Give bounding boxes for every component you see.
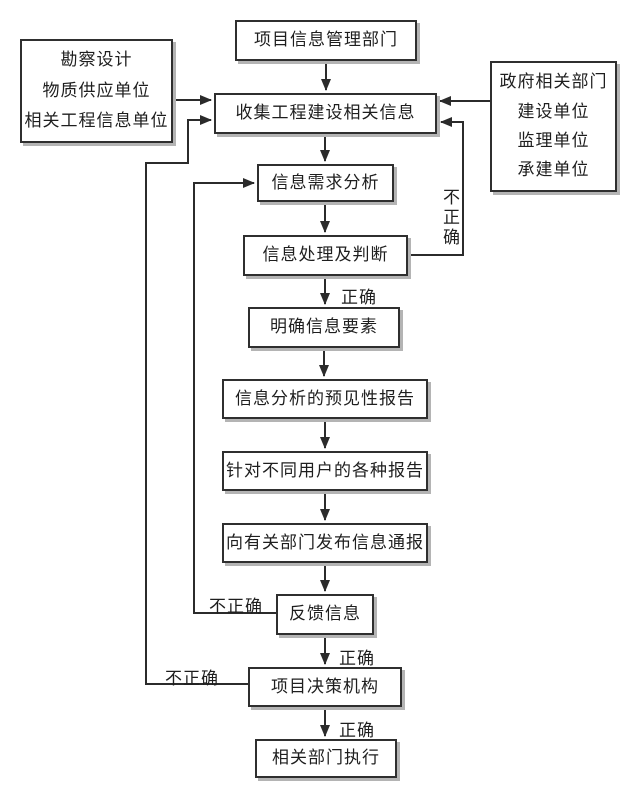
node-project-info-dept: 项目信息管理部门 [235, 20, 417, 61]
label-correct-processing: 正确 [341, 288, 377, 307]
source-item-supervision-unit: 监理单位 [517, 131, 590, 150]
label-incorrect-feedback: 不正确 [209, 597, 263, 616]
source-item-government-depts: 政府相关部门 [499, 72, 608, 92]
node-processing-judgment: 信息处理及判断 [243, 235, 408, 276]
node-source-units-right: 政府相关部门 建设单位 监理单位 承建单位 [490, 61, 617, 192]
node-decision-body: 项目决策机构 [248, 667, 402, 707]
arrow-decision-incorrect-to-collect [145, 115, 248, 685]
label-correct-decision: 正确 [339, 721, 375, 740]
arrow-feedback-incorrect-to-demand [193, 178, 276, 614]
source-item-material-supply: 物质供应单位 [42, 80, 151, 100]
source-item-survey-design: 勘察设计 [60, 50, 133, 70]
source-item-construction-unit: 建设单位 [517, 101, 590, 121]
node-predictive-report: 信息分析的预见性报告 [222, 379, 428, 419]
node-demand-analysis: 信息需求分析 [257, 164, 394, 202]
node-clarify-elements: 明确信息要素 [248, 307, 400, 348]
node-execution-dept: 相关部门执行 [255, 739, 397, 778]
node-feedback-info: 反馈信息 [276, 594, 374, 635]
label-incorrect-processing: 不正确 [440, 188, 459, 248]
source-item-contractor-unit: 承建单位 [517, 160, 590, 180]
label-correct-feedback: 正确 [339, 649, 375, 668]
source-item-related-project-info: 相关工程信息单位 [24, 111, 169, 131]
node-user-reports: 针对不同用户的各种报告 [222, 451, 428, 491]
arrow-processing-incorrect-to-collect [408, 117, 464, 256]
label-incorrect-decision: 不正确 [165, 669, 219, 688]
node-collect-info: 收集工程建设相关信息 [214, 93, 437, 134]
node-publish-notification: 向有关部门发布信息通报 [222, 523, 428, 563]
node-source-units-left: 勘察设计 物质供应单位 相关工程信息单位 [20, 39, 173, 143]
